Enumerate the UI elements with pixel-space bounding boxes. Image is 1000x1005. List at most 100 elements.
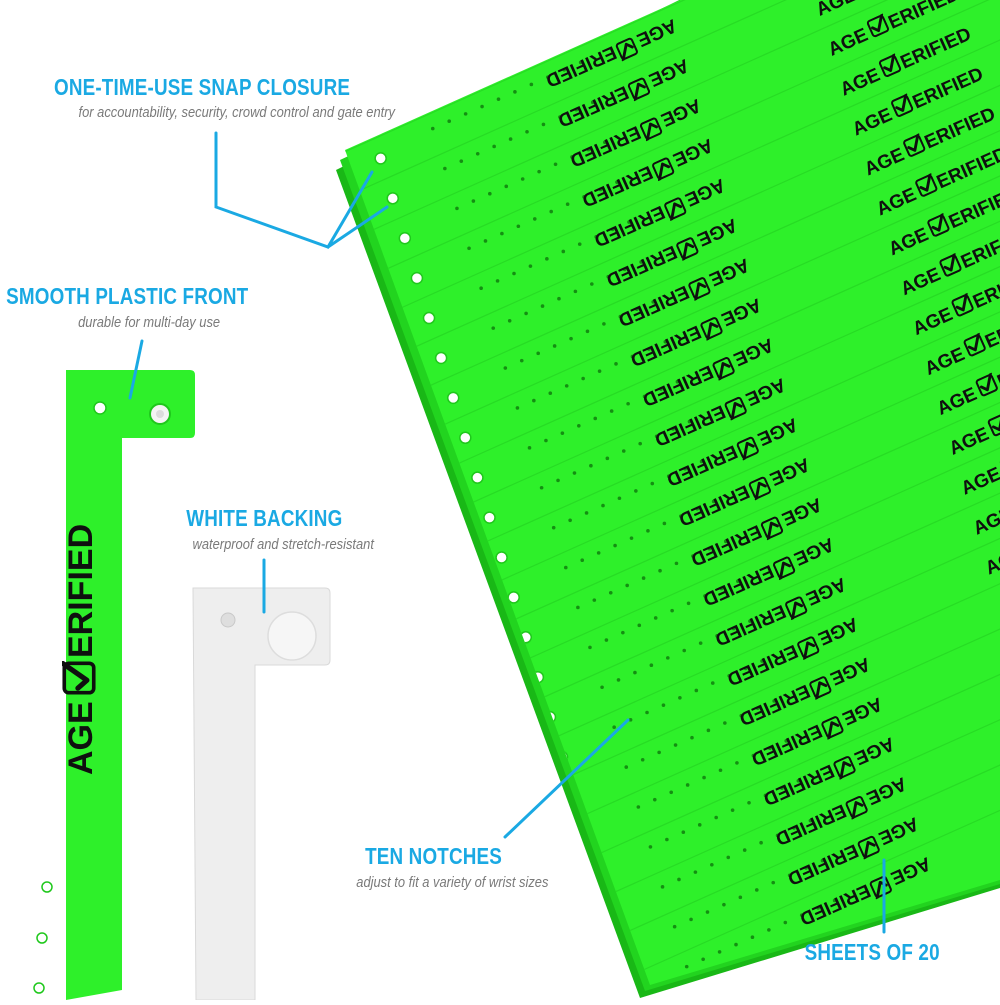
strip-notch — [488, 10, 493, 14]
strip-notch — [582, 195, 586, 199]
strip-notch — [647, 347, 651, 351]
strip-snap-hole — [350, 72, 363, 85]
checkmark-box-icon — [602, 0, 628, 22]
strip-notch — [505, 2, 509, 7]
strip-notch — [562, 67, 567, 72]
wristband-sheet: AGEERIFIEDAGEERIFIEDAGEERIFIEDAGEERIFIED… — [336, 0, 1000, 998]
strip-notch — [503, 366, 508, 370]
strip-notch — [468, 64, 472, 69]
strip-notch — [529, 82, 534, 87]
strip-notch — [820, 858, 825, 863]
strip-snap-hole — [471, 471, 484, 484]
strip-notch — [703, 594, 707, 598]
strip-notch — [610, 227, 615, 232]
strip-notch — [435, 79, 439, 84]
strip-notch — [718, 768, 723, 773]
strip-notch — [615, 180, 619, 184]
strip-notch — [670, 608, 674, 613]
strip-notch — [659, 387, 663, 391]
strip-notch — [705, 910, 710, 914]
strip-label-age: AGE — [994, 583, 1000, 619]
strip-notch — [569, 336, 573, 341]
strip-notch — [735, 761, 739, 765]
ten-notches-subtitle: adjust to fit a variety of wrist sizes — [355, 874, 548, 891]
strip-notch — [614, 362, 618, 366]
single-band-front: AGE ERIFIED — [33, 370, 195, 1000]
strip-notch — [532, 398, 536, 403]
strip-snap-hole — [459, 431, 472, 445]
strip-notch — [536, 351, 540, 356]
strip-notch — [517, 42, 522, 47]
strip-notch — [726, 855, 731, 860]
strip-notch — [633, 670, 637, 675]
strip-notch — [604, 638, 609, 642]
strip-notch — [658, 568, 662, 573]
strip-notch — [792, 826, 796, 830]
strip-notch — [747, 801, 751, 805]
strip-notch — [501, 50, 505, 54]
strip-notch — [552, 344, 557, 348]
strip-separator — [429, 0, 1000, 478]
strip-notch — [714, 815, 718, 820]
strip-notch — [578, 60, 583, 65]
strip-notch — [685, 783, 690, 787]
strip-notch — [608, 590, 613, 595]
strip-notch — [787, 873, 792, 878]
strip-notch — [574, 107, 579, 112]
strip-notch — [550, 28, 554, 32]
strip-notch — [687, 419, 692, 424]
strip-notch — [727, 673, 731, 678]
strip-notch — [585, 329, 590, 334]
strip-separator — [525, 292, 1000, 797]
strip-notch — [479, 286, 483, 291]
strip-notch — [651, 300, 656, 304]
strip-notch — [738, 895, 743, 900]
strip-notch — [710, 862, 714, 867]
strip-notch — [767, 746, 772, 751]
strip-notch — [618, 314, 623, 319]
strip-notch — [634, 307, 639, 312]
strip-separator — [465, 93, 1000, 597]
strip-separator — [562, 412, 1000, 917]
band-notch — [33, 982, 45, 994]
strip-notch — [719, 586, 724, 591]
strip-notch — [590, 100, 595, 105]
strip-notch — [736, 579, 740, 584]
band-notch — [36, 932, 48, 944]
strip-notch — [742, 848, 747, 852]
band-label-age: AGE — [62, 701, 100, 775]
strip-notch — [734, 942, 738, 947]
strip-notch — [472, 17, 477, 22]
strip-notch — [636, 805, 641, 809]
strip-notch — [699, 459, 704, 464]
strip-snap-hole — [422, 311, 436, 325]
strip-notch — [671, 427, 675, 431]
strip-separator — [368, 0, 1000, 278]
smooth-callout-line — [128, 339, 144, 400]
strip-notch — [653, 616, 658, 620]
strip-notch — [665, 656, 670, 660]
strip-notch — [694, 688, 699, 693]
strip-snap-hole — [434, 351, 448, 365]
strip-separator — [441, 13, 1000, 517]
strip-separator — [489, 173, 1000, 677]
strip-notch — [652, 797, 657, 802]
strip-notch — [544, 438, 548, 443]
strip-notch — [626, 401, 630, 406]
strip-notch — [593, 416, 598, 421]
strip-notch — [775, 833, 780, 838]
strip-notch — [612, 725, 616, 729]
strip-snap-hole — [483, 511, 496, 524]
strip-separator — [537, 332, 1000, 837]
strip-snap-hole — [345, 32, 351, 45]
strip-notch — [661, 703, 666, 707]
strip-notch — [767, 928, 771, 932]
strip-notch — [660, 885, 665, 889]
strip-notch — [717, 950, 722, 954]
strip-notch — [589, 463, 593, 468]
strip-separator — [380, 0, 1000, 318]
backing-rivet-icon — [220, 612, 236, 628]
strip-notch — [730, 808, 735, 812]
notches-callout-line — [503, 718, 630, 839]
